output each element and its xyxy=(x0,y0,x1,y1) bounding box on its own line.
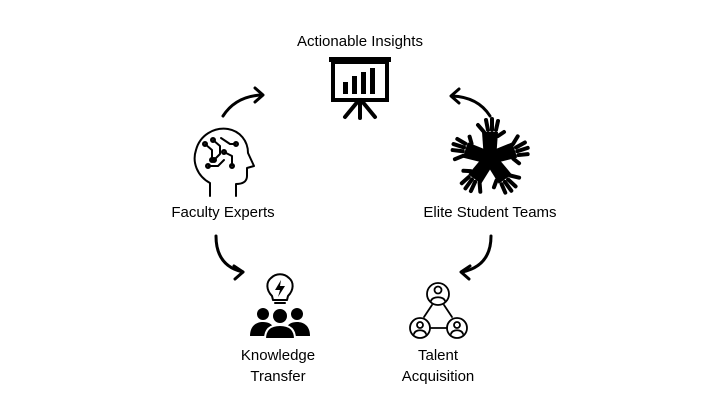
brain-circuit-head-icon xyxy=(193,127,255,197)
hands-together-icon xyxy=(450,117,530,195)
team-lightbulb-icon xyxy=(250,273,310,340)
faculty-experts-label: Faculty Experts xyxy=(171,204,275,221)
talent-acquisition-label: Talent Acquisition xyxy=(401,347,475,385)
actionable-insights-label: Actionable Insights xyxy=(297,33,423,50)
arrow-faculty-to-knowledge xyxy=(214,234,245,281)
elite-student-teams-label: Elite Student Teams xyxy=(423,204,557,221)
arrow-faculty-to-insights xyxy=(221,86,265,118)
arrow-students-to-talent xyxy=(459,234,493,281)
arrow-students-to-insights xyxy=(449,87,492,118)
people-network-icon xyxy=(409,282,468,339)
knowledge-transfer-label: Knowledge Transfer xyxy=(240,347,316,385)
presentation-chart-icon xyxy=(329,57,391,120)
